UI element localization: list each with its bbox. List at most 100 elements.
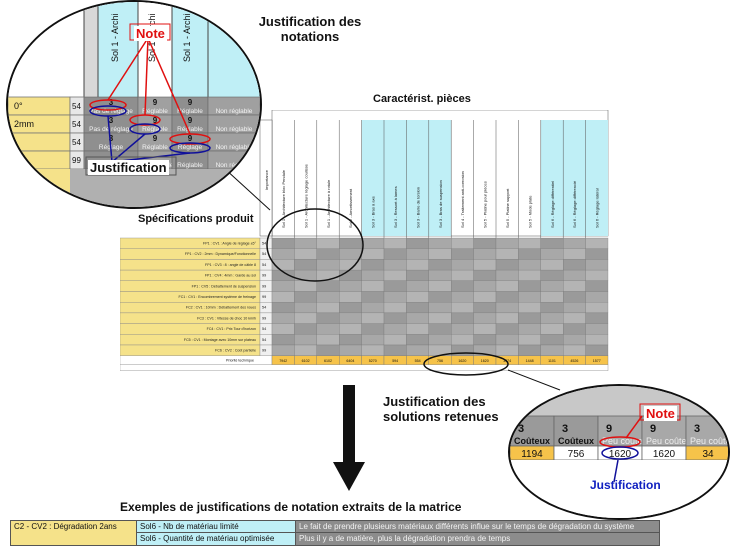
matrix-total-value: 4526 — [570, 359, 578, 363]
zl-justif-box — [85, 156, 177, 176]
matrix-total-value: 1101 — [548, 359, 556, 363]
matrix-col-header: Sol 6 - Réglage différencié — [572, 180, 577, 228]
matrix-spec-label: FP1 : CV3 : 8 : angle de câble 8 — [205, 263, 256, 267]
matrix-spec-label: FC2 : CV1 : 10mm : Débattement des roues — [186, 306, 256, 310]
matrix-spec-label: FP1 : CV5 : Débattement de suspension — [192, 284, 256, 288]
matrix-col-header-bg — [428, 120, 452, 236]
matrix-col-header: Sol 1 - Architecture à rotule — [326, 179, 331, 228]
title-caracterist-pieces: Caractérist. pièces — [373, 93, 471, 105]
matrix-col-header: Sol 3 - Barre de torsion — [415, 187, 420, 228]
matrix-col-header: Sol 5 - Platine pour pièces — [483, 181, 488, 228]
zr-cost: Coûteux — [558, 436, 594, 446]
zr-note: 9 — [606, 423, 612, 435]
zl-spec-cell — [8, 132, 71, 152]
matrix-col-header: Sol 1 - Architecture bloc Pendule — [281, 169, 286, 228]
zr-cost: Peu coûteux — [602, 436, 653, 446]
zr-cell — [553, 415, 599, 447]
matrix-row-num: 99 — [262, 316, 266, 320]
matrix-total-value: 5270 — [369, 359, 377, 363]
matrix-col-header: Sol 6 - Réglage différentiel — [550, 181, 555, 228]
matrix-row-num: 54 — [262, 252, 266, 256]
zl-spec-label: 2mm — [14, 119, 34, 129]
matrix-col-header: Sol 5 - Platine support — [505, 188, 510, 228]
matrix-total-value: 1620 — [481, 359, 489, 363]
zr-cost: Coûteux — [514, 436, 550, 446]
example-justif-text-2: Plus il y a de matière, plus la dégradat… — [299, 534, 511, 543]
zl-note: 9 — [153, 116, 158, 125]
matrix-total-value: 1577 — [593, 359, 601, 363]
zr-note: 3 — [694, 423, 700, 435]
zl-justif: Réglable — [142, 144, 168, 151]
zl-note: 9 — [188, 134, 193, 143]
example-table: C2 - CV2 : Dégradation 2ans Sol6 - Nb de… — [10, 520, 660, 546]
zr-value: 1620 — [609, 449, 632, 460]
matrix-row-num: 54 — [262, 263, 266, 267]
zr-note: 3 — [562, 423, 568, 435]
matrix-col-header-bg — [384, 120, 407, 236]
matrix-row-num: 99 — [262, 349, 266, 353]
matrix-spec-label: FC5 : CV1 : Montage avec 10mm sur platea… — [184, 338, 256, 342]
zr-justif-ellipse — [601, 446, 639, 460]
matrix-total-value: 594 — [392, 359, 398, 363]
zr-note-arrow — [625, 415, 643, 439]
matrix-col-header: Sol 3 - Ressort à lames — [393, 186, 398, 228]
matrix-spec-label: FP1 : CV4 : 4mm : Garde au sol — [205, 274, 256, 278]
example-solution-text-1: Sol6 - Nb de matériau limité — [140, 522, 239, 531]
matrix-total-value: 1448 — [526, 359, 534, 363]
title-exemples: Exemples de justifications de notation e… — [120, 500, 462, 514]
matrix-svg: Sol 1 - Architecture bloc Pendule Sol 1 -… — [119, 109, 609, 371]
matrix-total-value: 6102 — [324, 359, 332, 363]
matrix-spec-label: FC1 : CV1 : Encombrement système de frei… — [179, 295, 257, 299]
example-justif-cell-2: Plus il y a de matière, plus la dégradat… — [296, 533, 659, 545]
matrix-spec-label: FC3 : CV1 : Vitesse de choc 10 km/h — [197, 316, 256, 320]
main-matrix: Sol 1 - Architecture bloc Pendule Sol 1 -… — [119, 109, 630, 380]
title-specifications-produit: Spécifications produit — [138, 213, 254, 225]
zl-num: 54 — [72, 138, 81, 147]
example-justif-text-1: Le fait de prendre plusieurs matériaux d… — [299, 522, 635, 531]
example-spec-text: C2 - CV2 : Dégradation 2ans — [14, 522, 117, 531]
zl-spec-label: 0° — [14, 101, 23, 111]
matrix-total-value: 6404 — [346, 359, 354, 363]
matrix-col-header: Sol 3 - Bras à axe — [371, 195, 376, 228]
matrix-col-header: Sol 4 - Traitement anti-corrosion — [460, 171, 465, 228]
matrix-col-header: Sol 1 - Architecture réglage coulisse — [303, 163, 308, 228]
zl-justif: Réglable — [142, 126, 168, 133]
example-spec-cell: C2 - CV2 : Dégradation 2ans — [11, 521, 137, 545]
zl-note: 9 — [153, 98, 158, 107]
matrix-total-value: 1620 — [458, 359, 466, 363]
zr-value: 756 — [568, 449, 585, 460]
focus-ellipse-left — [266, 208, 364, 282]
zr-note: 9 — [650, 423, 656, 435]
zl-col-grey — [84, 2, 98, 97]
matrix-totals-label: Priorité technique — [226, 359, 254, 363]
zl-justif: Non réglable — [216, 108, 253, 115]
zr-cell — [597, 415, 643, 447]
matrix-spec-label: FC4 : CV1 : Prix Tour d'horizon — [207, 327, 256, 331]
zl-justif: Réglable — [177, 126, 203, 133]
zl-justif: Non réglable — [216, 126, 253, 133]
matrix-row-num: 54 — [262, 327, 266, 331]
zl-justif: Réglable — [177, 108, 203, 115]
matrix-row-num: 99 — [262, 284, 266, 288]
example-solution-cell-1: Sol6 - Nb de matériau limité — [137, 521, 296, 533]
title-justification-notations: Justification des notations — [258, 14, 362, 44]
matrix-row-num: 54 — [262, 242, 266, 246]
matrix-footer-row — [119, 364, 609, 371]
zl-justif: Réglable — [142, 108, 168, 115]
matrix-total-value: 554 — [415, 359, 421, 363]
matrix-importance-header — [259, 119, 273, 237]
example-solution-cell-2: Sol6 - Quantité de matériau optimisée — [137, 533, 296, 545]
connector-right — [507, 369, 561, 391]
title-justification-solutions: Justification des solutions retenues — [383, 394, 499, 424]
matrix-col-header-bg — [540, 120, 564, 236]
zr-value: 1620 — [653, 449, 676, 460]
matrix-row-num: 99 — [262, 274, 266, 278]
matrix-col-header-bg — [361, 120, 384, 236]
matrix-total-value: 756 — [437, 359, 443, 363]
zl-justif: Pas de réglage — [89, 126, 133, 133]
matrix-total-value: 6102 — [302, 359, 310, 363]
matrix-spec-label: FC6 : CV2 : Coût partielle — [215, 349, 256, 353]
matrix-total-value: 7942 — [279, 359, 287, 363]
zl-note: 9 — [188, 98, 193, 107]
